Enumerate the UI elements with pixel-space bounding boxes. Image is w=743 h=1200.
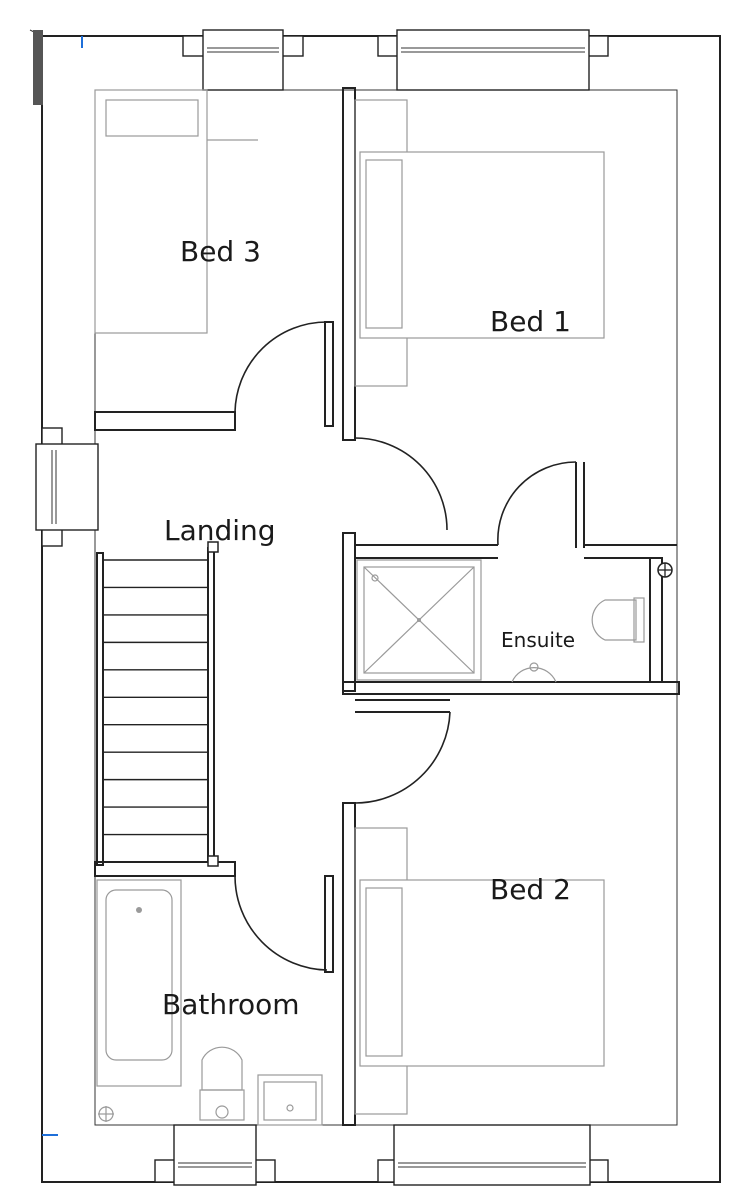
bed3-furniture xyxy=(94,89,258,334)
label-bed2: Bed 2 xyxy=(490,873,571,906)
bottom-windows xyxy=(154,1124,609,1186)
staircase xyxy=(96,541,219,867)
label-bathroom: Bathroom xyxy=(162,988,300,1021)
bathroom-fixtures xyxy=(96,879,323,1126)
label-ensuite: Ensuite xyxy=(501,628,575,652)
label-landing: Landing xyxy=(164,514,276,547)
label-bed3: Bed 3 xyxy=(180,235,261,268)
top-windows xyxy=(182,29,609,91)
bed1-furniture xyxy=(354,99,605,387)
wall-post-top-left xyxy=(33,30,43,105)
doors xyxy=(234,321,577,971)
ensuite-fixtures xyxy=(356,559,673,683)
bed2-furniture xyxy=(354,827,605,1115)
label-bed1: Bed 1 xyxy=(490,305,571,338)
left-window xyxy=(35,427,99,547)
interior-walls xyxy=(94,87,680,1126)
